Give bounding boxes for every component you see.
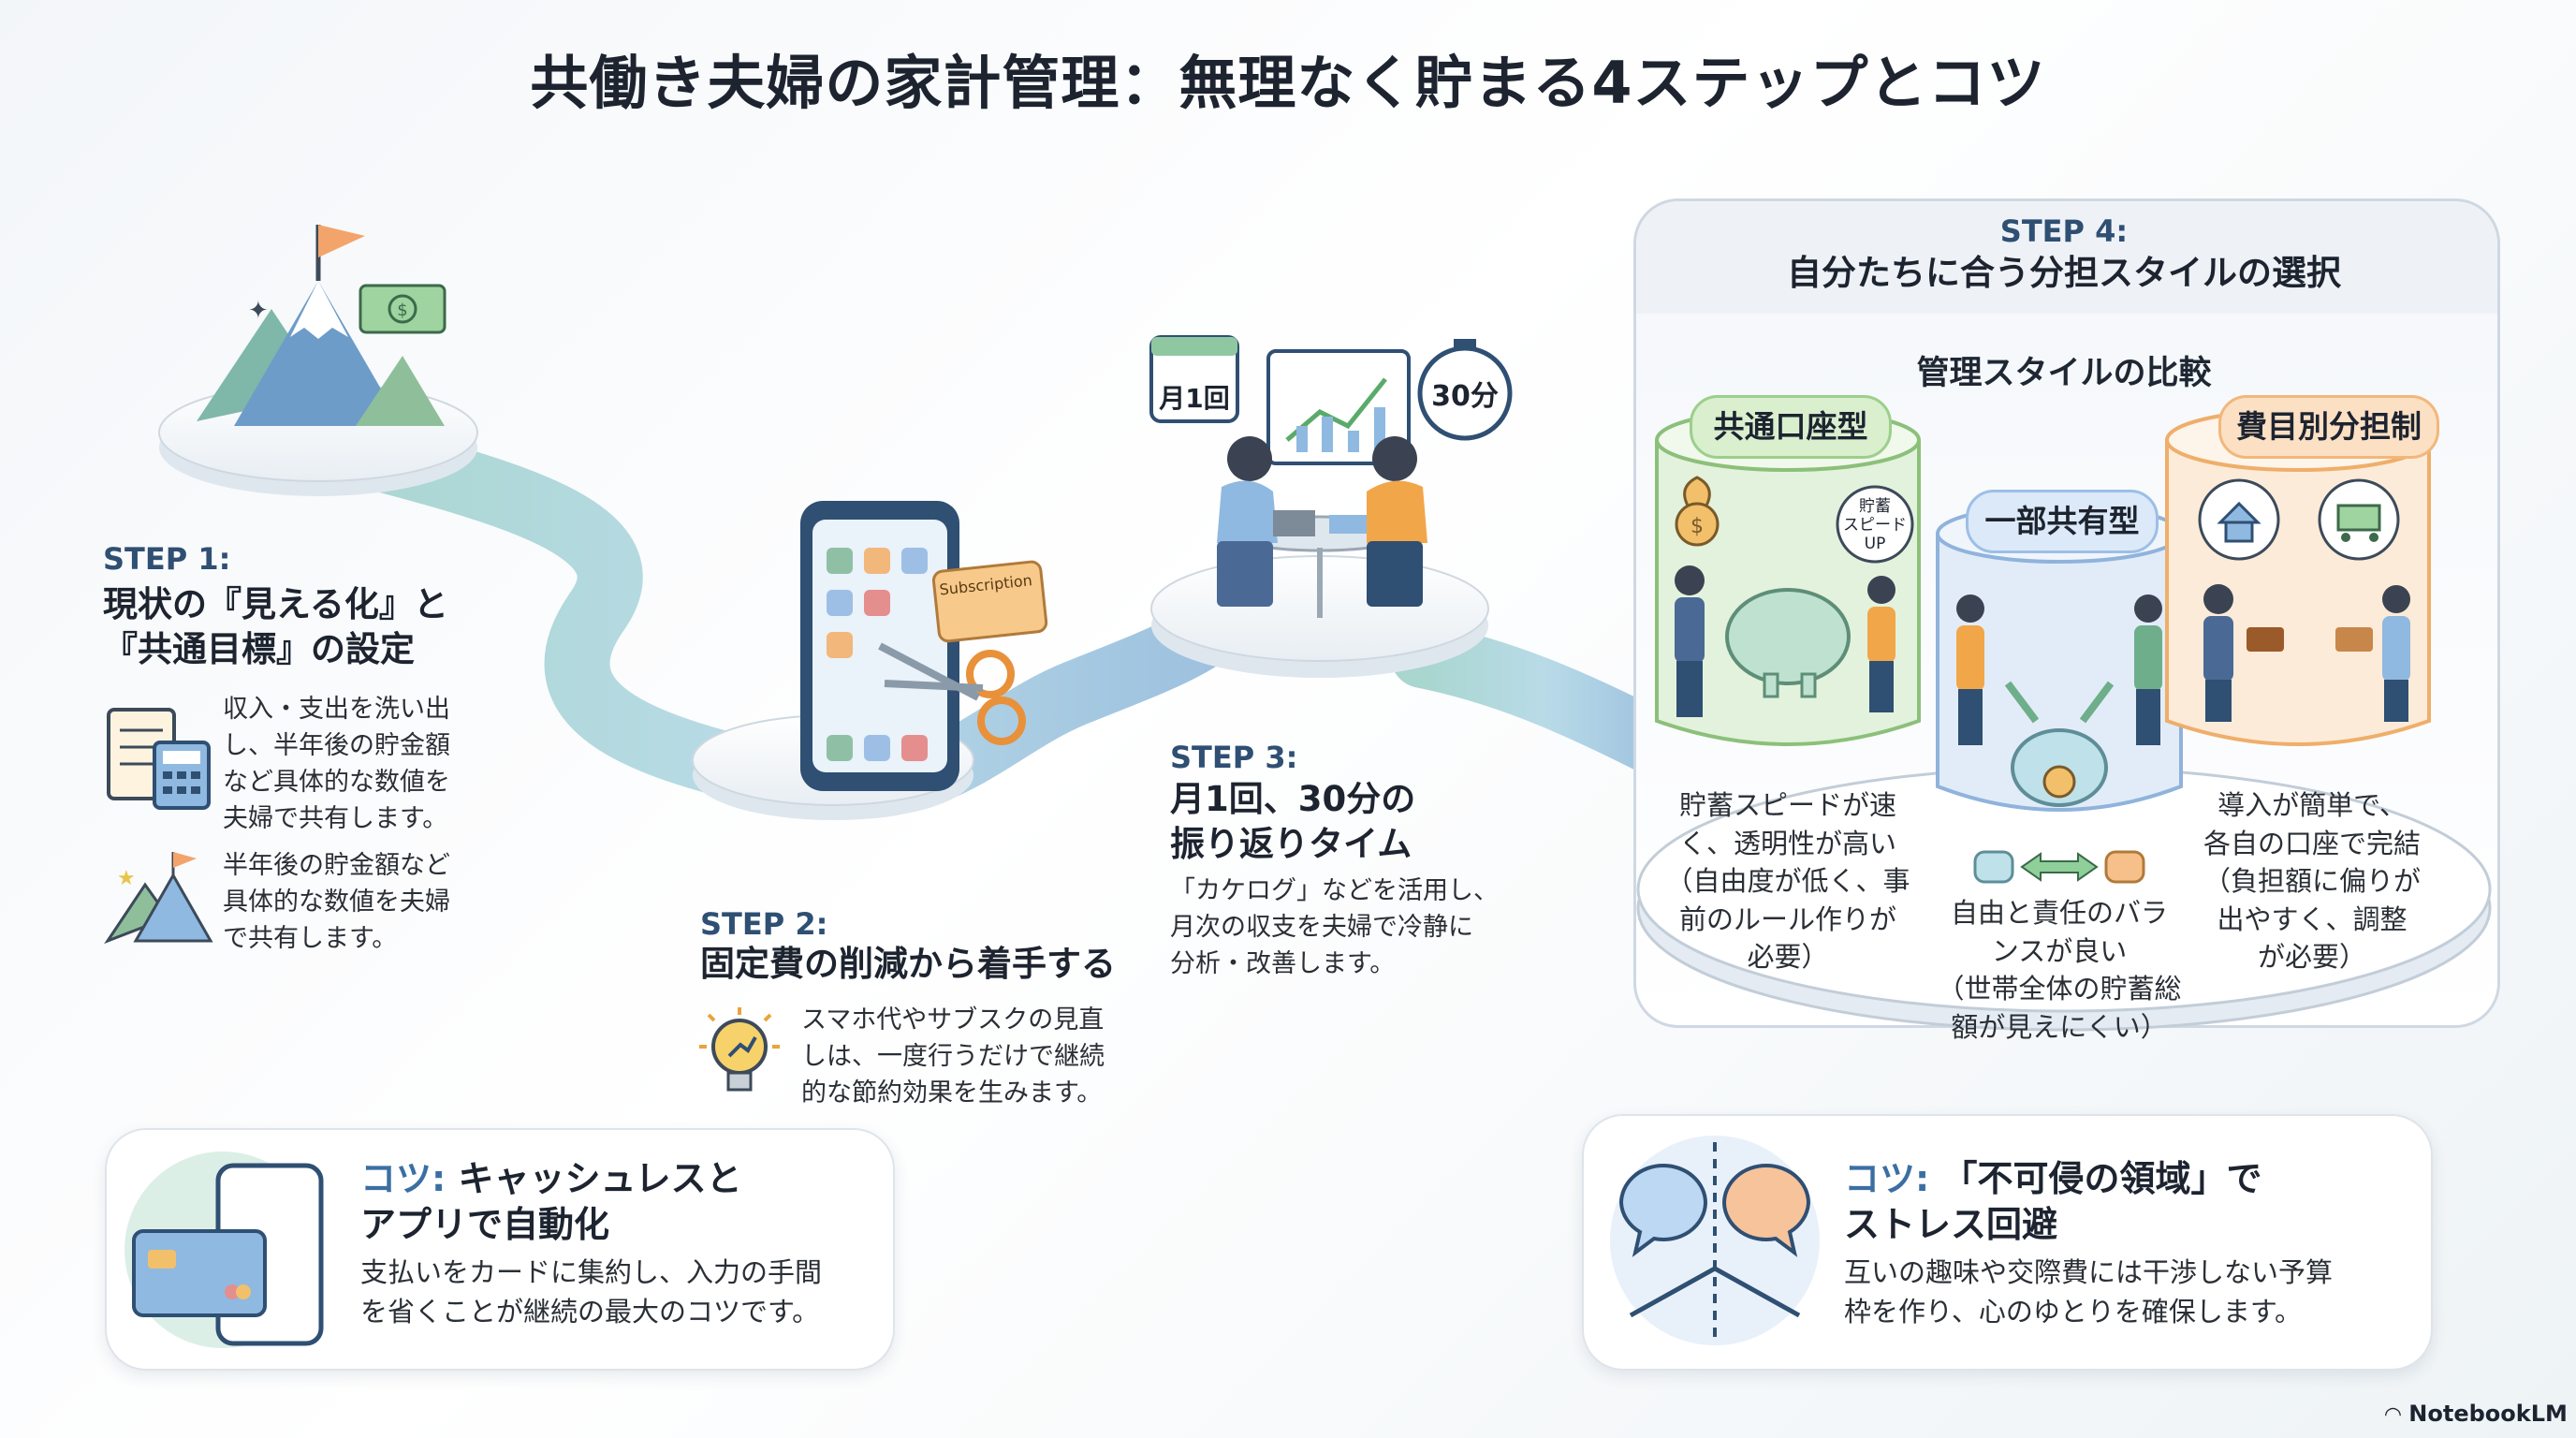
- step3-title: 月1回、30分の 振り返りタイム: [1170, 777, 1415, 867]
- notebooklm-logo-icon: ◠: [2385, 1403, 2401, 1427]
- step3-label: STEP 3:: [1170, 740, 1298, 775]
- expense-split-cylinder: [2165, 408, 2431, 746]
- tip1-text: 支払いをカードに集約し、入力の手間 を省くことが継続の最大のコツです。: [360, 1253, 822, 1331]
- desc-line: （世帯全体の貯蓄総: [1937, 973, 2182, 1005]
- tip2-text-line: 枠を作り、心のゆとりを確保します。: [1844, 1296, 2302, 1328]
- partial-share-desc: 自由と責任のバラ ンスが良い （世帯全体の貯蓄総 額が見えにくい）: [1933, 894, 2186, 1046]
- partial-share-pill: 一部共有型: [1966, 490, 2159, 553]
- smartphone-scissors-icon: Subscription: [800, 501, 1048, 791]
- tip2-title-rest: 「不可侵の領域」で: [1941, 1158, 2262, 1199]
- checklist-calculator-icon: [107, 708, 211, 810]
- desc-line: が必要）: [2257, 941, 2366, 974]
- tip1-text-line: を省くことが継続の最大のコツです。: [360, 1296, 820, 1328]
- step1-text1-line: など具体的な数値を: [223, 768, 450, 798]
- step1-text2-line: で共有します。: [223, 924, 398, 954]
- tip1-title-rest: キャッシュレスと: [458, 1158, 742, 1199]
- desc-line: （自由度が低く、事: [1665, 865, 1910, 898]
- branding-text: NotebookLM: [2408, 1401, 2568, 1427]
- desc-line: 自由と責任のバラ: [1950, 897, 2168, 929]
- step3-text-line: 月次の収支を夫婦で冷静に: [1170, 913, 1473, 943]
- speed-badge-line: 貯蓄: [1859, 497, 1891, 516]
- step2-text-line: 的な節約効果を生みます。: [801, 1078, 1103, 1108]
- step1-label: STEP 1:: [103, 541, 231, 577]
- timer-label: 30分: [1431, 380, 1499, 413]
- step3-text-line: 「カケログ」などを活用し、: [1170, 876, 1499, 905]
- step3-text: 「カケログ」などを活用し、 月次の収支を夫婦で冷静に 分析・改善します。: [1170, 873, 1499, 982]
- step2-title: 固定費の削減から着手する: [700, 944, 1116, 984]
- balance-jars-icon: [1973, 850, 2145, 884]
- step1-text1-line: し、半年後の貯金額: [223, 731, 450, 761]
- svg-text:✦: ✦: [248, 297, 269, 325]
- speed-badge-line: UP: [1865, 535, 1886, 553]
- mountain-flag-icon: ★: [104, 852, 213, 945]
- step3-text-line: 分析・改善します。: [1170, 949, 1396, 979]
- svg-text:★: ★: [117, 867, 136, 890]
- joint-account-pill: 共通口座型: [1690, 395, 1892, 459]
- step4-title: 自分たちに合う分担スタイルの選択: [1787, 253, 2341, 293]
- desc-line: ンスが良い: [1991, 934, 2128, 967]
- speech-bubbles-icon: [1610, 1136, 1820, 1345]
- step1-title: 現状の『見える化』と 『共通目標』の設定: [103, 582, 448, 672]
- step1-text1: 収入・支出を洗い出 し、半年後の貯金額 など具体的な数値を 夫婦で共有します。: [223, 691, 450, 838]
- step4-label: STEP 4:: [1999, 213, 2129, 249]
- step4-header: [1636, 201, 2497, 314]
- tip2-text: 互いの趣味や交際費には干渉しない予算 枠を作り、心のゆとりを確保します。: [1844, 1253, 2333, 1331]
- tip1-text-line: 支払いをカードに集約し、入力の手間: [360, 1256, 823, 1288]
- comparison-title: 管理スタイルの比較: [1916, 355, 2212, 392]
- tip1-title: コツ: キャッシュレスと アプリで自動化: [360, 1156, 742, 1247]
- expense-split-pill: 費目別分担制: [2218, 395, 2439, 459]
- notebooklm-branding: ◠ NotebookLM: [2385, 1401, 2568, 1427]
- lightbulb-icon: [699, 1007, 780, 1092]
- svg-text:$: $: [1690, 515, 1704, 538]
- desc-line: 前のルール作りが: [1678, 902, 1896, 935]
- couple-meeting-icon: 月1回 30分: [1149, 335, 1513, 618]
- step3-title-line1: 月1回、30分の: [1170, 779, 1416, 819]
- desc-line: 必要）: [1747, 941, 1829, 974]
- tip2-label: コツ:: [1844, 1158, 1930, 1199]
- step1-text1-line: 夫婦で共有します。: [223, 804, 448, 834]
- tip2-text-line: 互いの趣味や交際費には干渉しない予算: [1844, 1256, 2334, 1288]
- mountain-goal-icon: $ ✦: [197, 225, 446, 426]
- desc-line: 貯蓄スピードが速: [1678, 789, 1896, 821]
- desc-line: 各自の口座で完結: [2203, 827, 2421, 859]
- step2-label: STEP 2:: [700, 906, 828, 942]
- step1-text2-line: 半年後の貯金額など: [223, 851, 450, 880]
- page-title: 共働き夫婦の家計管理：無理なく貯まる4ステップとコツ: [530, 49, 2046, 117]
- step1-text1-line: 収入・支出を洗い出: [223, 695, 450, 724]
- desc-line: 額が見えにくい）: [1951, 1010, 2168, 1043]
- step2-text-line: スマホ代やサブスクの見直: [801, 1005, 1105, 1034]
- joint-account-desc: 貯蓄スピードが速 く、透明性が高い （自由度が低く、事 前のルール作りが 必要）: [1647, 786, 1928, 976]
- step3-title-line2: 振り返りタイム: [1170, 824, 1412, 865]
- tip2-title: コツ: 「不可侵の領域」で ストレス回避: [1844, 1156, 2261, 1247]
- card-phone-icon: [124, 1152, 324, 1348]
- step1-title-line1: 現状の『見える化』と: [103, 584, 448, 624]
- speed-badge-line: スピード: [1843, 516, 1907, 535]
- calendar-label: 月1回: [1158, 383, 1229, 414]
- expense-split-desc: 導入が簡単で、 各自の口座で完結 （負担額に偏りが 出やすく、調整 が必要）: [2181, 786, 2443, 976]
- desc-line: （負担額に偏りが: [2203, 865, 2421, 898]
- desc-line: 導入が簡単で、: [2217, 789, 2407, 821]
- tip1-title-line2: アプリで自動化: [360, 1203, 610, 1245]
- desc-line: く、透明性が高い: [1678, 827, 1896, 859]
- svg-text:$: $: [397, 301, 407, 320]
- step1-text2-line: 具体的な数値を夫婦: [223, 888, 450, 917]
- tip2-title-line2: ストレス回避: [1844, 1203, 2058, 1245]
- step2-text-line: しは、一度行うだけで継続: [801, 1042, 1105, 1072]
- tip1-label: コツ:: [360, 1158, 446, 1199]
- desc-line: 出やすく、調整: [2217, 902, 2408, 935]
- step1-text2: 半年後の貯金額など 具体的な数値を夫婦 で共有します。: [223, 847, 450, 957]
- step1-title-line2: 『共通目標』の設定: [103, 629, 415, 670]
- step2-text: スマホ代やサブスクの見直 しは、一度行うだけで継続 的な節約効果を生みます。: [801, 1002, 1105, 1111]
